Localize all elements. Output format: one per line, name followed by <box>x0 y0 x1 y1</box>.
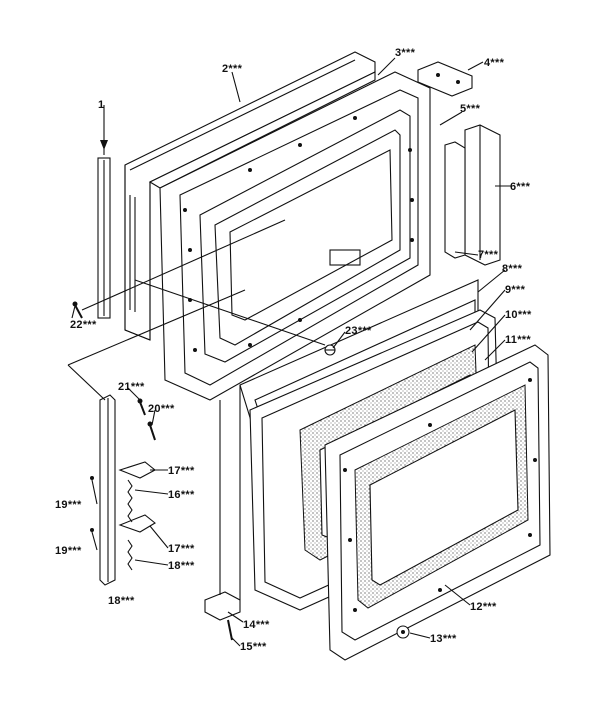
leader-lines <box>71 57 512 647</box>
door-bumper-part-13 <box>396 625 410 639</box>
screw-part-22 <box>72 301 83 319</box>
label-part-19-lower: 19*** <box>55 545 82 557</box>
outer-door-panel <box>124 51 376 341</box>
label-part-8: 8*** <box>502 263 523 275</box>
label-part-10: 10*** <box>505 309 532 321</box>
assembly-guide-lines <box>67 105 326 600</box>
screw-part-21 <box>137 398 146 416</box>
label-part-7: 7*** <box>478 249 499 261</box>
side-trim-strip-left <box>97 157 111 319</box>
label-part-20: 20*** <box>148 403 175 415</box>
label-part-23: 23*** <box>345 325 372 337</box>
screw-part-23 <box>324 344 336 356</box>
hinge-arm-assembly <box>90 394 156 586</box>
front-door-frame <box>324 344 551 661</box>
side-trim-strip-middle <box>444 141 466 259</box>
frame-screw-holes <box>183 116 414 352</box>
label-part-1: 1 <box>98 99 104 111</box>
label-part-14: 14*** <box>243 619 270 631</box>
label-part-17-upper: 17*** <box>168 465 195 477</box>
part-labels: 1 2*** 3*** 4*** 5*** 6*** 7*** 8*** 9**… <box>55 47 532 653</box>
side-trim-strip-right <box>464 124 501 266</box>
label-part-11: 11*** <box>505 334 531 346</box>
label-part-9: 9*** <box>505 284 526 296</box>
label-part-6: 6*** <box>510 181 531 193</box>
screw-part-20 <box>147 421 156 441</box>
label-part-18-arm: 18*** <box>108 595 135 607</box>
label-part-4: 4*** <box>484 57 505 69</box>
label-part-19-upper: 19*** <box>55 499 82 511</box>
label-part-22: 22*** <box>70 319 97 331</box>
label-part-18-spring: 18*** <box>168 560 195 572</box>
label-part-16: 16*** <box>168 489 195 501</box>
label-part-12: 12*** <box>470 601 497 613</box>
label-part-13: 13*** <box>430 633 457 645</box>
label-part-3: 3*** <box>395 47 416 59</box>
label-part-2: 2*** <box>222 63 243 75</box>
label-part-5: 5*** <box>460 103 481 115</box>
front-frame-screws <box>343 378 537 612</box>
hinge-bracket-top <box>417 61 473 97</box>
label-part-17-lower: 17*** <box>168 543 195 555</box>
label-part-15: 15*** <box>240 641 267 653</box>
inner-door-frame <box>159 71 431 401</box>
bottom-hinge-bracket <box>204 591 241 641</box>
label-part-21: 21*** <box>118 381 145 393</box>
